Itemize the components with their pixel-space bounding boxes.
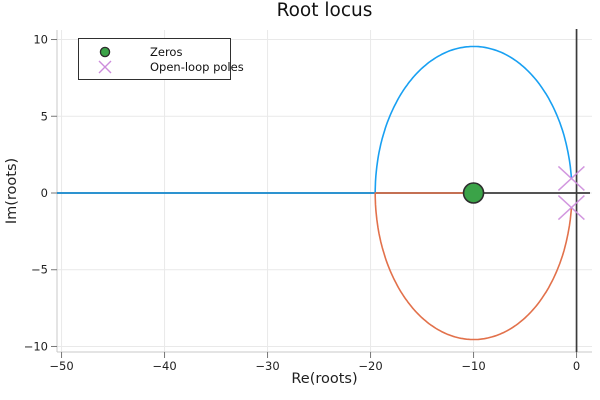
y-tick-label: 0 [41,186,48,200]
legend-label-poles: Open-loop poles [150,59,244,74]
legend-label-zeros: Zeros [150,44,183,59]
x-tick-label: −10 [461,359,485,373]
x-tick-label: −40 [152,359,176,373]
locus-branch-lower [374,192,573,341]
zero-circle-icon [99,46,111,57]
y-tick-label: 10 [33,33,48,47]
x-tick-label: 0 [573,359,580,373]
x-axis-title: Re(roots) [291,371,358,387]
legend-box: Zeros Open-loop poles [78,38,244,80]
pole-x-marker [557,195,585,221]
x-tick-label: −20 [358,359,382,373]
locus-branch-upper [57,45,573,194]
x-tick-label: −30 [255,359,279,373]
legend-item-zeros: Zeros [97,44,230,59]
chart-title: Root locus [276,0,373,21]
pole-x-marker [557,165,585,191]
pole-x-icon [98,60,112,73]
y-tick-label: −10 [24,339,48,353]
y-tick-label: 5 [41,109,48,123]
legend-item-open-loop-poles: Open-loop poles [97,59,244,74]
y-axis-title: Im(roots) [4,157,20,225]
zero-circle-marker [462,182,485,204]
x-tick-label: −50 [49,359,73,373]
y-tick-label: −5 [31,263,48,277]
